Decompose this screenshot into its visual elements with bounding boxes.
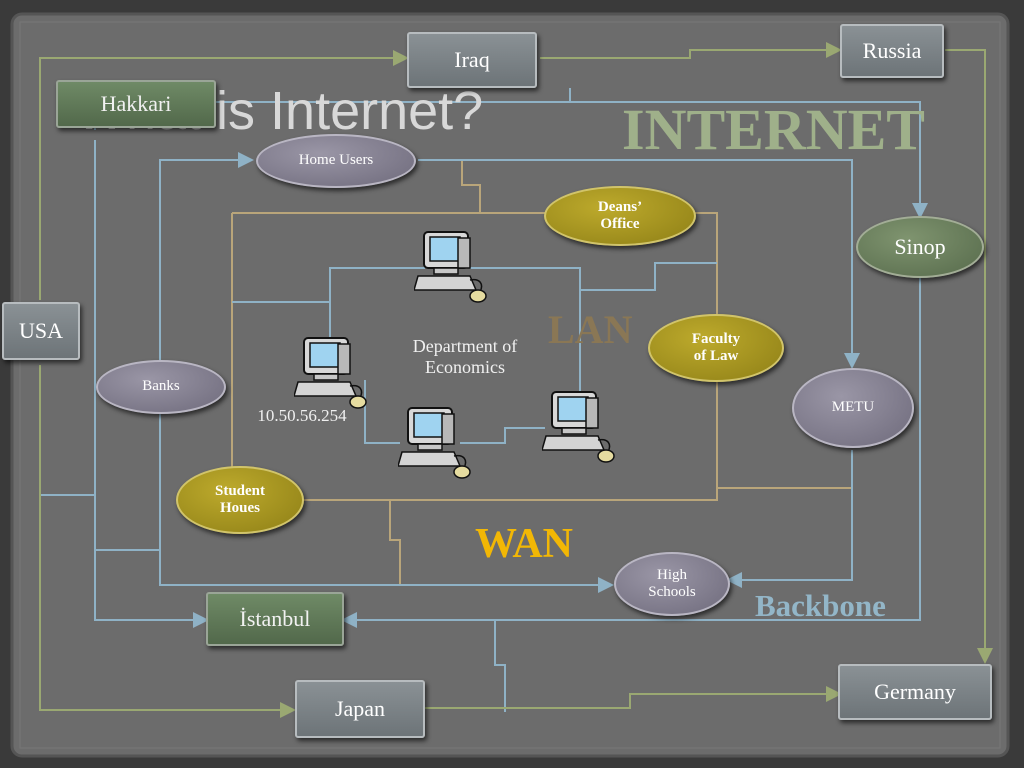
node-deans-office[interactable]: Deans’ Office [544, 186, 696, 246]
node-japan[interactable]: Japan [295, 680, 425, 738]
backbone-wires [39, 88, 928, 712]
backbone-label: Backbone [755, 588, 886, 623]
department-label: Department of Economics [412, 336, 518, 377]
computer-icon [414, 231, 487, 303]
node-istanbul[interactable]: İstanbul [206, 592, 344, 646]
node-student-houes[interactable]: Student Houes [176, 466, 304, 534]
computer-icon [398, 407, 471, 479]
computer-icon [294, 337, 367, 409]
node-faculty-of-law[interactable]: Faculty of Law [648, 314, 784, 382]
node-iraq[interactable]: Iraq [407, 32, 537, 88]
wan-label: WAN [475, 521, 574, 567]
node-metu[interactable]: METU [792, 368, 914, 448]
board-background [10, 12, 1010, 758]
node-banks[interactable]: Banks [96, 360, 226, 414]
internet-wires [39, 42, 993, 718]
node-home-users[interactable]: Home Users [256, 134, 416, 188]
lan-label: LAN [548, 307, 633, 352]
node-hakkari[interactable]: Hakkari [56, 80, 216, 128]
board-inner-texture [19, 21, 1001, 749]
node-russia[interactable]: Russia [840, 24, 944, 78]
node-germany[interactable]: Germany [838, 664, 992, 720]
ip-address-label: 10.50.56.254 [257, 406, 347, 426]
node-high-schools[interactable]: High Schools [614, 552, 730, 616]
computer-icon [542, 391, 615, 463]
node-sinop[interactable]: Sinop [856, 216, 984, 278]
internet-label: INTERNET [622, 97, 925, 162]
node-usa[interactable]: USA [2, 302, 80, 360]
